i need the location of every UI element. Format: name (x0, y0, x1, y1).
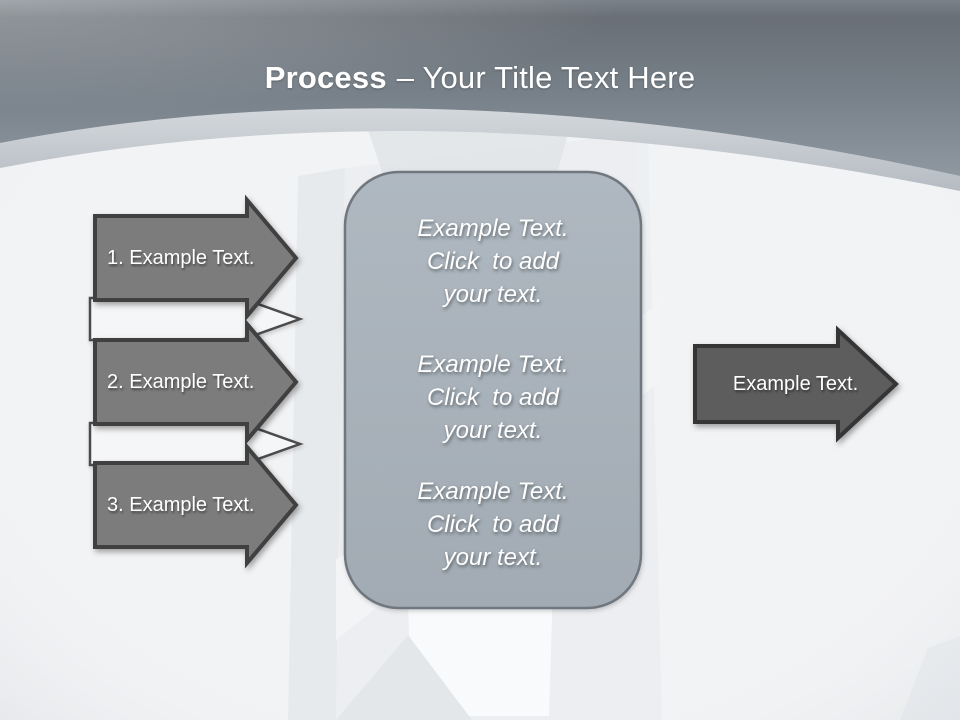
process-arrow-3[interactable] (93, 441, 299, 569)
header-highlight (0, 0, 960, 176)
result-arrow-label[interactable]: Example Text. (732, 373, 859, 395)
center-box-paragraph-3[interactable]: Example Text. Click to add your text. (417, 478, 569, 571)
slide-title-bold: Process (264, 60, 387, 95)
gray-arrows (93, 194, 299, 569)
process-arrow-2[interactable] (93, 318, 299, 446)
process-arrow-3-label[interactable]: 3. Example Text. (107, 494, 255, 516)
process-arrow-1-label[interactable]: 1. Example Text. (107, 247, 255, 269)
result-arrow[interactable] (693, 325, 899, 443)
center-box-paragraph-2[interactable]: Example Text. Click to add your text. (417, 351, 569, 444)
center-text-box[interactable] (343, 170, 643, 610)
process-arrow-2-label[interactable]: 2. Example Text. (107, 371, 255, 393)
center-box-paragraph-1[interactable]: Example Text. Click to add your text. (417, 215, 569, 308)
header-curve-band (0, 108, 960, 191)
slide-title-rest: – Your Title Text Here (396, 60, 696, 95)
process-arrow-1[interactable] (93, 194, 299, 322)
slide-title[interactable]: Process – Your Title Text Here (0, 60, 960, 96)
